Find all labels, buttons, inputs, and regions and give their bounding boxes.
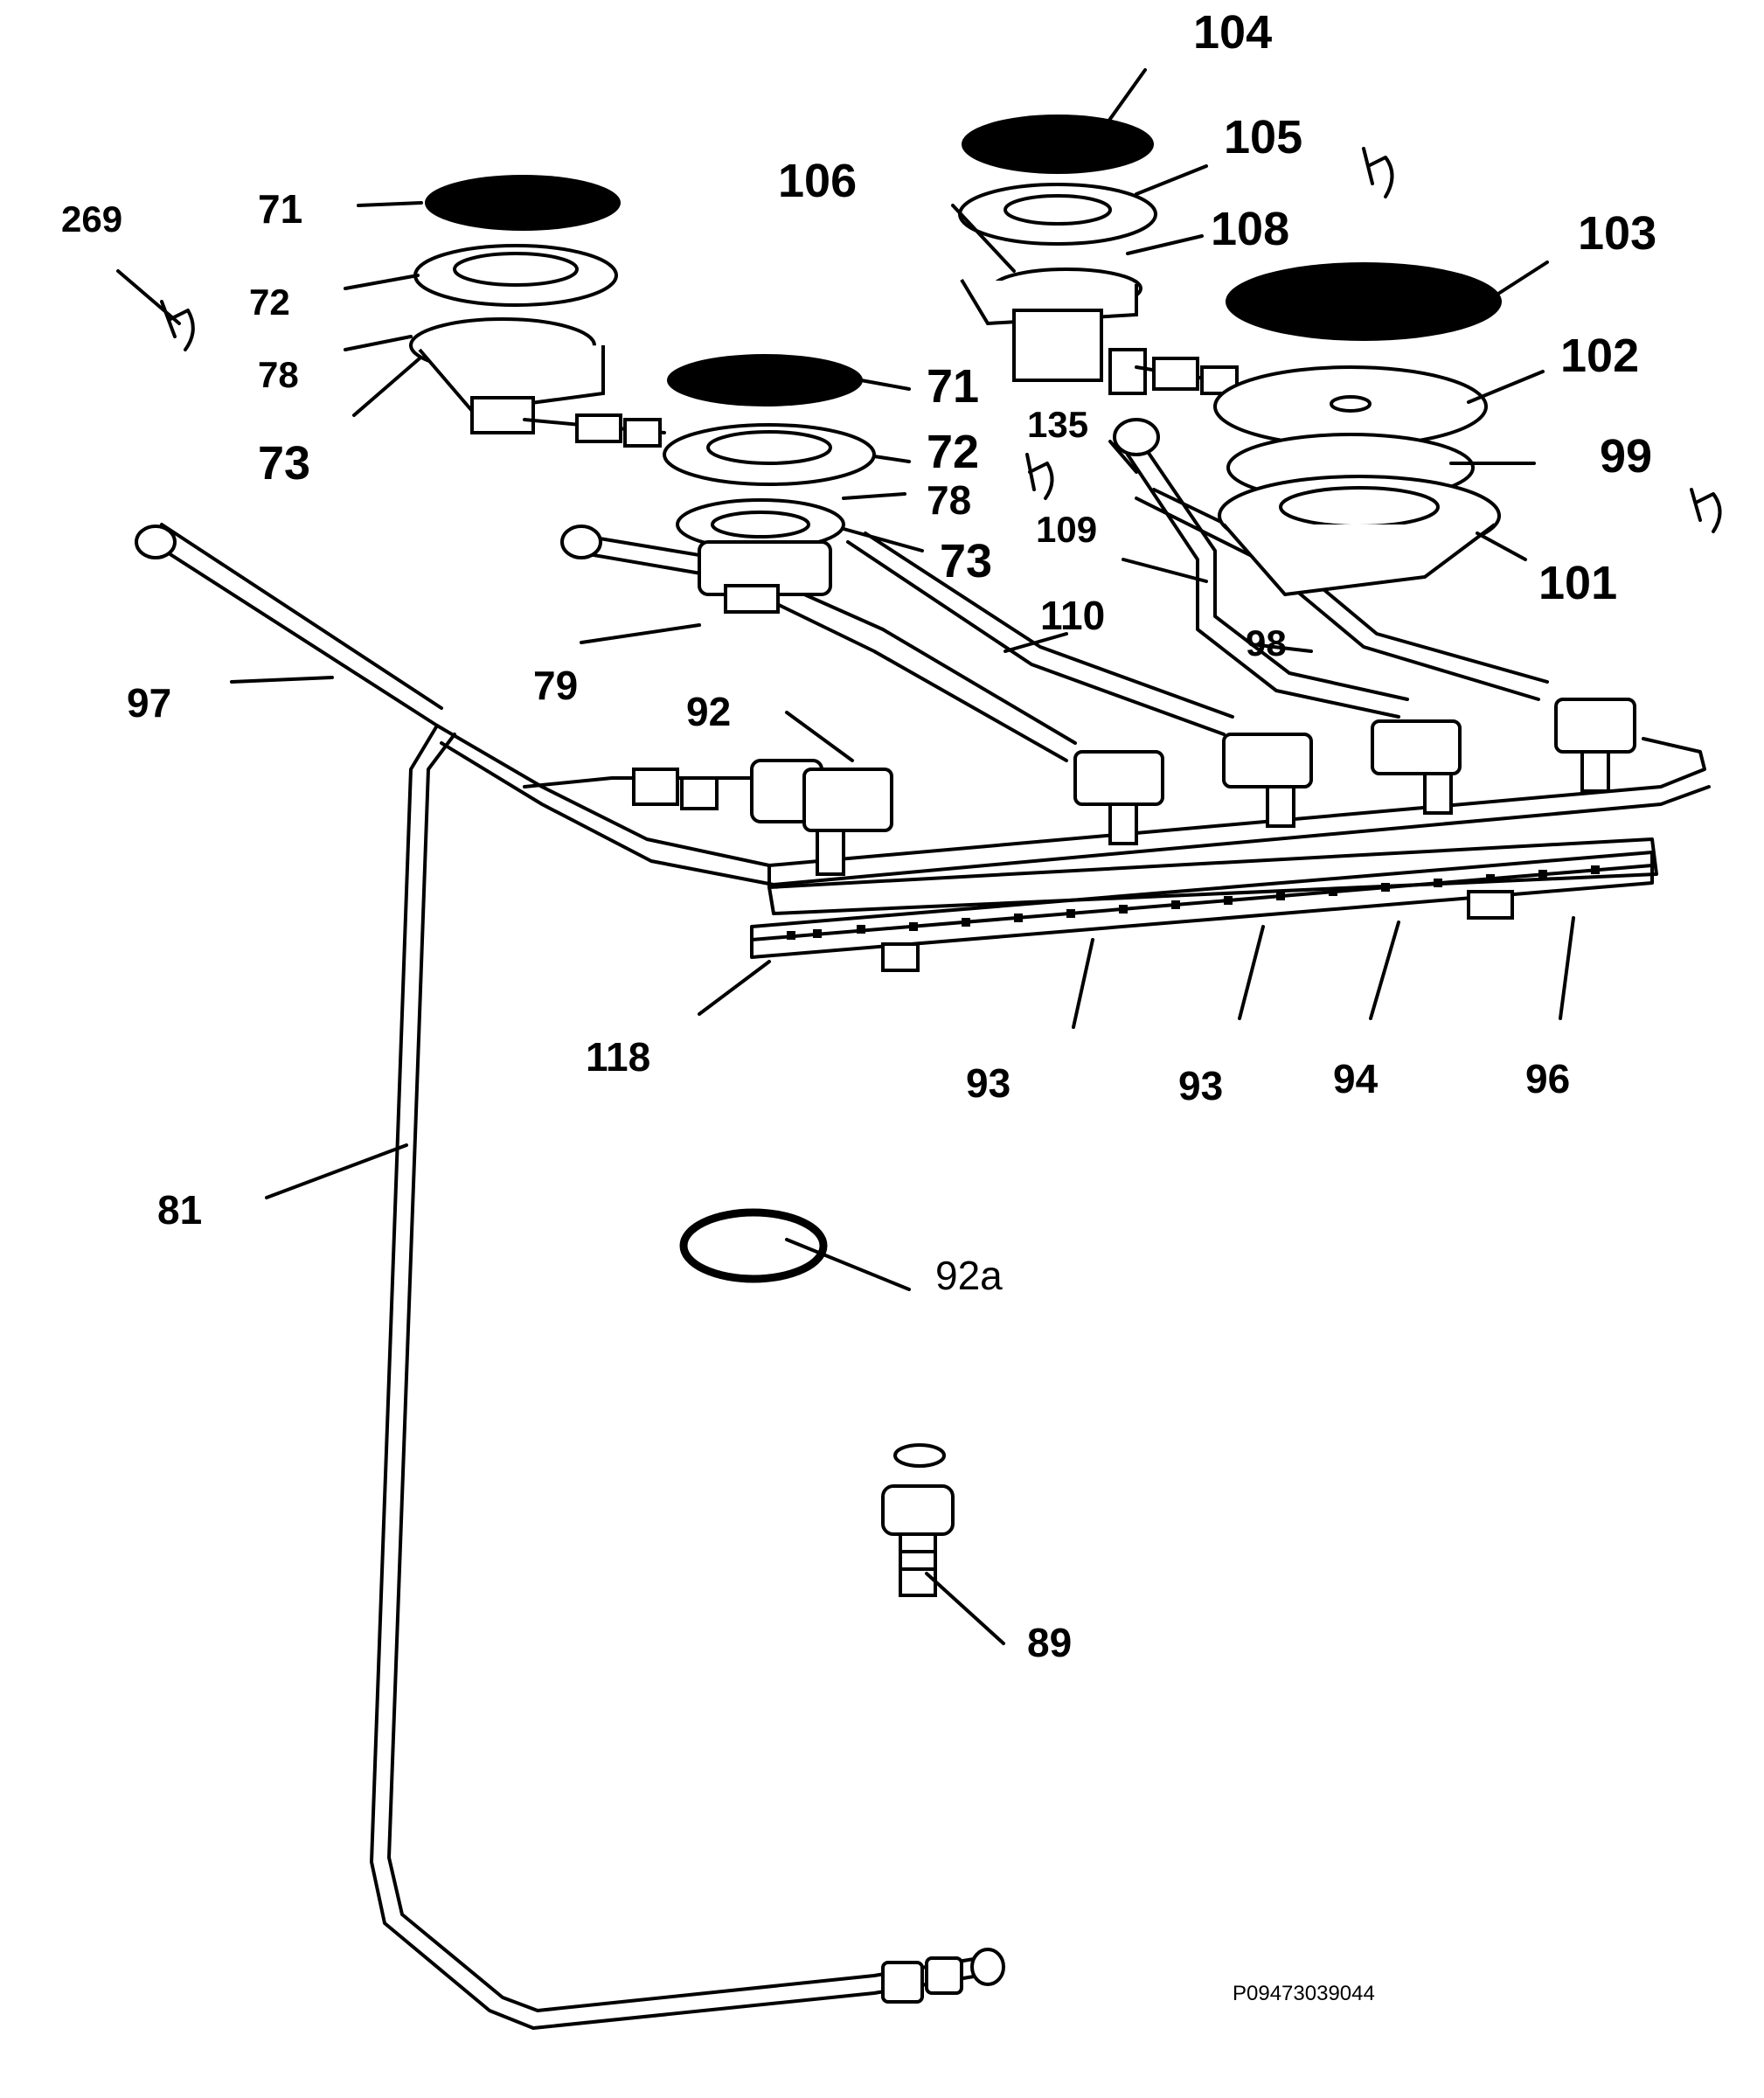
callout-92a: 92a (935, 1253, 1003, 1298)
callout-labels: 104 105 106 108 103 102 99 101 135 109 9… (61, 6, 1656, 1665)
gas-pipe-81 (370, 724, 1005, 2030)
callout-269: 269 (61, 198, 122, 240)
callout-78-center: 78 (927, 477, 971, 523)
callout-71-center: 71 (927, 360, 979, 413)
burner-right (1213, 262, 1502, 597)
callout-103: 103 (1578, 207, 1656, 260)
callout-93-left: 93 (966, 1060, 1010, 1106)
callout-97: 97 (127, 680, 171, 726)
burner-cap-71-left (425, 175, 621, 231)
callout-98: 98 (1246, 622, 1287, 663)
drawing-reference-number: P09473039044 (1233, 1982, 1375, 2005)
valve-93-left (1073, 750, 1164, 845)
callout-106: 106 (778, 155, 857, 207)
burner-cap-71-center (667, 354, 863, 406)
ring-92a (679, 1208, 828, 1283)
burner-cap-104 (962, 115, 1154, 174)
callout-71-left: 71 (258, 186, 302, 232)
gas-manifold-frame (435, 724, 1711, 915)
callout-101: 101 (1538, 557, 1617, 609)
callout-72-left: 72 (249, 281, 290, 323)
callout-79: 79 (533, 663, 578, 708)
gas-valves (802, 698, 1636, 876)
callout-96: 96 (1525, 1056, 1570, 1101)
callout-105: 105 (1224, 111, 1302, 163)
callout-73-left: 73 (258, 437, 310, 490)
callout-92: 92 (686, 689, 731, 734)
burner-left (409, 175, 666, 448)
valve-rail (750, 851, 1654, 972)
leader-lines (230, 68, 1575, 1645)
burner-cap-103 (1226, 262, 1502, 341)
fitting-89 (881, 1443, 955, 1597)
burner-center (663, 354, 876, 614)
callout-109: 109 (1036, 509, 1097, 550)
callout-102: 102 (1560, 330, 1639, 382)
callout-72-center: 72 (927, 426, 979, 478)
callout-118: 118 (586, 1034, 650, 1080)
marker-glyphs (116, 147, 1722, 533)
callout-89: 89 (1027, 1620, 1072, 1665)
callout-135: 135 (1027, 404, 1088, 445)
callout-108: 108 (1211, 203, 1289, 255)
callout-93-right: 93 (1178, 1063, 1223, 1108)
callout-99: 99 (1600, 430, 1652, 483)
valve-96 (1554, 698, 1636, 793)
valve-93-right (1222, 733, 1313, 828)
callout-78-left: 78 (258, 354, 299, 395)
valve-92 (802, 768, 893, 876)
callout-81: 81 (157, 1187, 202, 1233)
callout-94: 94 (1333, 1056, 1379, 1101)
callout-104: 104 (1193, 6, 1272, 59)
burner-top (958, 115, 1243, 395)
callout-110: 110 (1040, 593, 1105, 638)
valve-94 (1371, 719, 1462, 815)
callout-73-center: 73 (940, 535, 992, 587)
